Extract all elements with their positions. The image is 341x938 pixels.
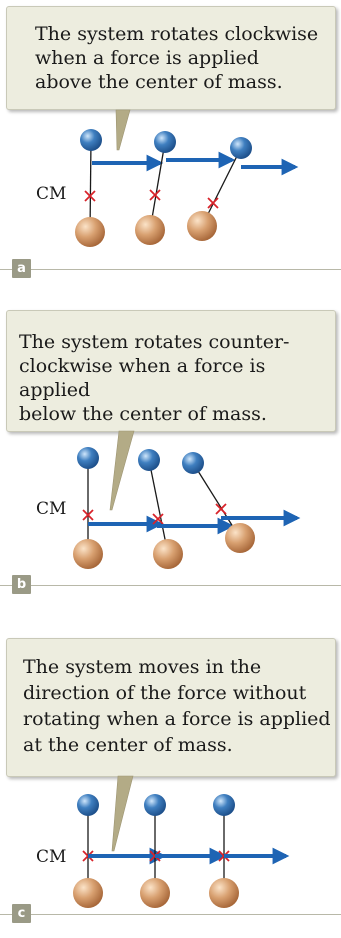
callout-pointer xyxy=(112,776,133,851)
cm-label: CM xyxy=(36,184,66,204)
large-ball xyxy=(75,217,105,247)
small-ball xyxy=(230,137,252,159)
large-ball xyxy=(73,539,103,569)
large-ball xyxy=(187,211,217,241)
callout-pointer xyxy=(110,431,134,510)
large-ball xyxy=(73,878,103,908)
panel-c: The system moves in the direction of the… xyxy=(0,628,341,938)
large-ball xyxy=(209,878,239,908)
panel-a: The system rotates clockwise when a forc… xyxy=(0,0,341,282)
large-ball xyxy=(135,215,165,245)
divider xyxy=(0,914,341,915)
panel-tag-a: a xyxy=(12,259,31,278)
small-ball xyxy=(213,794,235,816)
small-ball xyxy=(154,131,176,153)
small-ball xyxy=(77,447,99,469)
large-ball xyxy=(225,523,255,553)
small-ball xyxy=(144,794,166,816)
diagram-a xyxy=(0,0,341,282)
large-ball xyxy=(140,878,170,908)
panel-tag-b: b xyxy=(12,575,31,594)
large-ball xyxy=(153,539,183,569)
cm-label: CM xyxy=(36,499,66,519)
diagram-b xyxy=(0,300,341,600)
small-ball xyxy=(182,452,204,474)
cm-label: CM xyxy=(36,847,66,867)
divider xyxy=(0,585,341,586)
panel-b: The system rotates counter- clockwise wh… xyxy=(0,300,341,600)
small-ball xyxy=(80,129,102,151)
small-ball xyxy=(77,794,99,816)
small-ball xyxy=(138,449,160,471)
callout-pointer xyxy=(116,110,130,150)
panel-tag-c: c xyxy=(12,904,31,923)
divider xyxy=(0,269,341,270)
diagram-c xyxy=(0,628,341,938)
